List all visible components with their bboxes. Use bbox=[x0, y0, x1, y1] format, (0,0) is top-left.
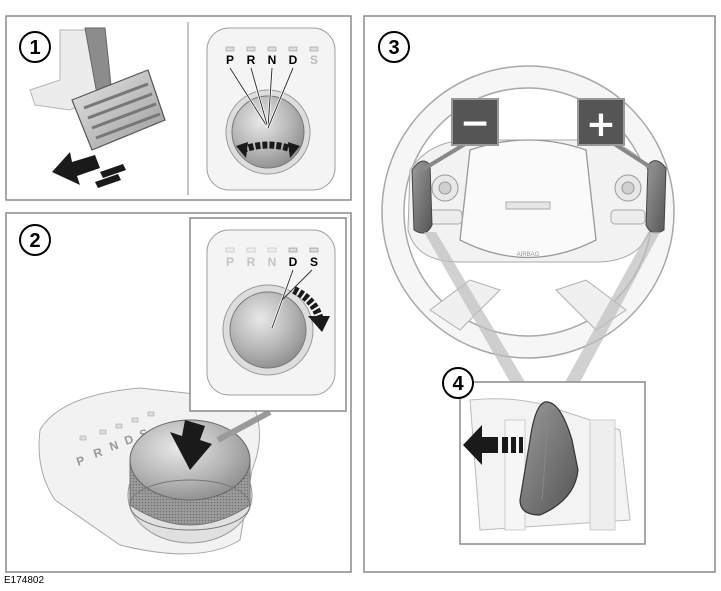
upshift-plus-icon: + bbox=[577, 98, 625, 146]
gear-label-r: R bbox=[247, 53, 256, 67]
console-gear-label-p: P bbox=[75, 453, 87, 469]
zoom-connector bbox=[216, 409, 272, 443]
inset-gear-label-d: D bbox=[289, 255, 298, 269]
panel-1: P R N D S 1 bbox=[5, 15, 352, 201]
callout-2: 2 bbox=[29, 230, 40, 252]
callout-4: 4 bbox=[452, 373, 464, 395]
callout-3-circle bbox=[378, 31, 410, 63]
gear-selector-top-view: P R N D S bbox=[206, 27, 336, 191]
panel-3: AIRBAG − + bbox=[363, 15, 716, 573]
callout-4-circle bbox=[442, 367, 474, 399]
pull-arrow-icon bbox=[463, 425, 523, 465]
brake-pedal-illustration bbox=[29, 27, 166, 151]
push-down-arrow-icon bbox=[170, 420, 212, 470]
inset-gear-label-p: P bbox=[226, 255, 234, 269]
downshift-minus-icon: − bbox=[451, 98, 499, 146]
gear-label-p: P bbox=[226, 53, 234, 67]
console-gear-label-n: N bbox=[108, 438, 121, 454]
gear-label-d: D bbox=[289, 53, 298, 67]
inset-gear-label-s: S bbox=[310, 255, 318, 269]
rotate-clockwise-arrow-icon bbox=[292, 286, 330, 332]
airbag-label: AIRBAG bbox=[517, 252, 540, 258]
callout-1: 1 bbox=[29, 37, 40, 59]
press-arrow-icon bbox=[52, 152, 126, 188]
left-paddle-shifter bbox=[411, 160, 433, 234]
gear-label-s: S bbox=[310, 53, 318, 67]
paddle-zoom-inset bbox=[459, 381, 646, 545]
callout-3: 3 bbox=[388, 37, 399, 59]
reference-code: E174802 bbox=[4, 575, 45, 586]
inset-gear-label-n: N bbox=[268, 255, 277, 269]
callout-1-circle bbox=[19, 31, 51, 63]
zoom-wedge-right bbox=[565, 232, 660, 382]
console-with-gear-knob: P R N D S bbox=[38, 387, 261, 555]
gear-label-n: N bbox=[268, 53, 277, 67]
console-gear-label-s: S bbox=[138, 426, 150, 442]
callout-2-circle bbox=[19, 224, 51, 256]
svg-text:+: + bbox=[586, 104, 616, 145]
zoom-wedge-left bbox=[424, 232, 525, 382]
gear-selector-inset: P R N D S bbox=[189, 217, 347, 412]
rotate-arrow-icon bbox=[236, 141, 300, 158]
panel-2: P R N D S P R N D S bbox=[5, 212, 352, 573]
inset-gear-label-r: R bbox=[247, 255, 256, 269]
right-paddle-shifter bbox=[645, 160, 667, 234]
svg-text:−: − bbox=[460, 103, 490, 144]
